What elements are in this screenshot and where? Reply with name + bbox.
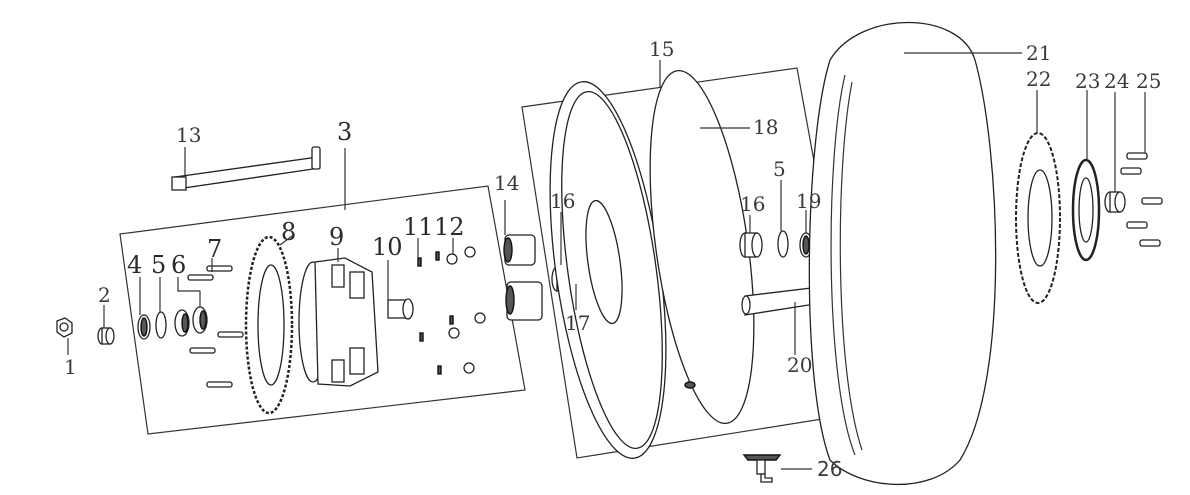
sleeve-part-10 [387, 298, 414, 320]
label-part-1: 1 [64, 355, 77, 379]
label-part-5: 5 [151, 251, 166, 279]
sprocket-part-8 [244, 235, 294, 415]
label-part-11: 11 [403, 213, 434, 241]
disc-bolts-part-25 [1120, 152, 1163, 247]
label-part-19: 19 [796, 189, 821, 213]
brake-disc-part-22 [1015, 132, 1061, 304]
bolts-part-7 [187, 265, 244, 388]
label-part-2: 2 [98, 283, 111, 307]
circlip-part-5 [155, 311, 167, 339]
label-part-18: 18 [753, 115, 778, 139]
bearings-part-6 [174, 306, 208, 337]
label-part-21: 21 [1026, 41, 1051, 65]
label-part-25: 25 [1136, 69, 1161, 93]
subassembly-frame-3 [119, 185, 526, 435]
label-part-20: 20 [787, 353, 812, 377]
adaptor-plate-part-23 [1071, 158, 1101, 262]
label-part-9: 9 [329, 223, 344, 251]
label-part-3: 3 [337, 118, 352, 146]
label-part-24: 24 [1104, 69, 1129, 93]
label-part-6: 6 [171, 251, 186, 279]
label-part-7: 7 [207, 235, 222, 263]
leader-lines [67, 52, 1146, 470]
label-part-23: 23 [1075, 69, 1100, 93]
label-part-16-right: 16 [740, 192, 765, 216]
label-part-16-left: 16 [550, 189, 575, 213]
damper-rubbers-part-14 [503, 234, 543, 321]
valve-part-26 [742, 454, 782, 483]
label-part-22: 22 [1026, 67, 1051, 91]
label-part-12: 12 [434, 213, 465, 241]
label-part-8: 8 [281, 218, 296, 246]
fasteners-part-11-12 [417, 246, 486, 375]
seal-part-4 [137, 314, 151, 340]
spacer-part-2 [97, 327, 115, 345]
tire-part-21 [808, 22, 997, 486]
collar-part-24 [1104, 191, 1126, 213]
nut-part-1 [56, 317, 73, 338]
label-part-14: 14 [494, 171, 519, 195]
label-part-26: 26 [817, 457, 842, 481]
rim-part-18 [549, 69, 755, 459]
label-part-4: 4 [127, 251, 142, 279]
label-part-5-right: 5 [773, 157, 786, 181]
circlip-part-5-right [777, 230, 789, 258]
label-part-15: 15 [649, 37, 674, 61]
hub-part-9 [298, 257, 379, 387]
label-part-13: 13 [176, 123, 201, 147]
axle-part-13 [171, 146, 321, 191]
label-part-10: 10 [372, 233, 403, 261]
bearing-part-16-right [739, 232, 763, 258]
label-part-17: 17 [565, 311, 590, 335]
